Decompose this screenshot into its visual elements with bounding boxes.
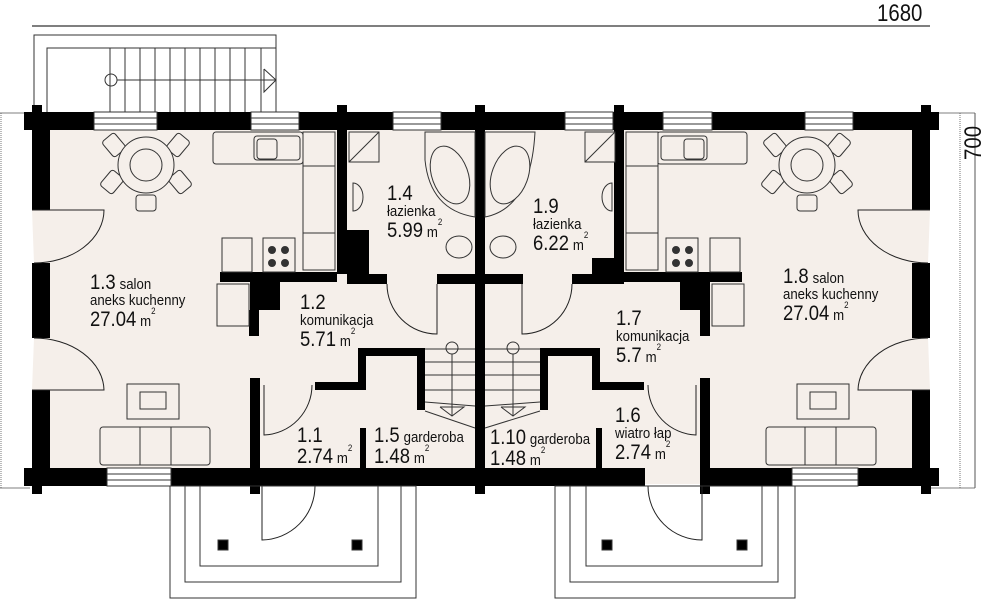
living-right [765, 383, 877, 466]
room-1-8-label: 1.8 salon aneks kuchenny 27.04 m2 [783, 265, 879, 325]
room-1-5-label: 1.5 garderoba 1.48 m2 [374, 424, 464, 468]
room-1-4-label: 1.4 łazienka 5.99 m2 [387, 182, 443, 242]
room-1-7-label: 1.7 komunikacja 5.7 m2 [616, 307, 690, 367]
room-1-2-label: 1.2 komunikacja 5.71 m2 [300, 291, 374, 351]
dining-table-left [100, 132, 192, 212]
bathroom-fixtures [348, 131, 616, 259]
kitchen-left [212, 131, 336, 327]
windows [93, 111, 859, 487]
height-dimension: 700 [960, 125, 987, 160]
dining-table-right [761, 132, 853, 212]
living-left [99, 383, 211, 466]
room-1-6-label: 1.6 wiatro łap 2.74 m2 [615, 404, 672, 464]
exterior-stairs [33, 34, 277, 114]
room-1-1-label: 1.1 2.74 m2 [297, 424, 353, 468]
dimension-lines [0, 25, 976, 489]
width-dimension: 1680 [877, 0, 923, 27]
room-1-3-label: 1.3 salon aneks kuchenny 27.04 m2 [90, 271, 186, 331]
room-1-10-label: 1.10 garderoba 1.48 m2 [490, 426, 591, 470]
doors [32, 209, 930, 541]
room-1-9-label: 1.9 łazienka 6.22 m2 [533, 195, 589, 255]
porches [169, 485, 796, 599]
interior-stairs [424, 341, 541, 429]
kitchen-right [625, 131, 748, 327]
walls [24, 105, 939, 494]
